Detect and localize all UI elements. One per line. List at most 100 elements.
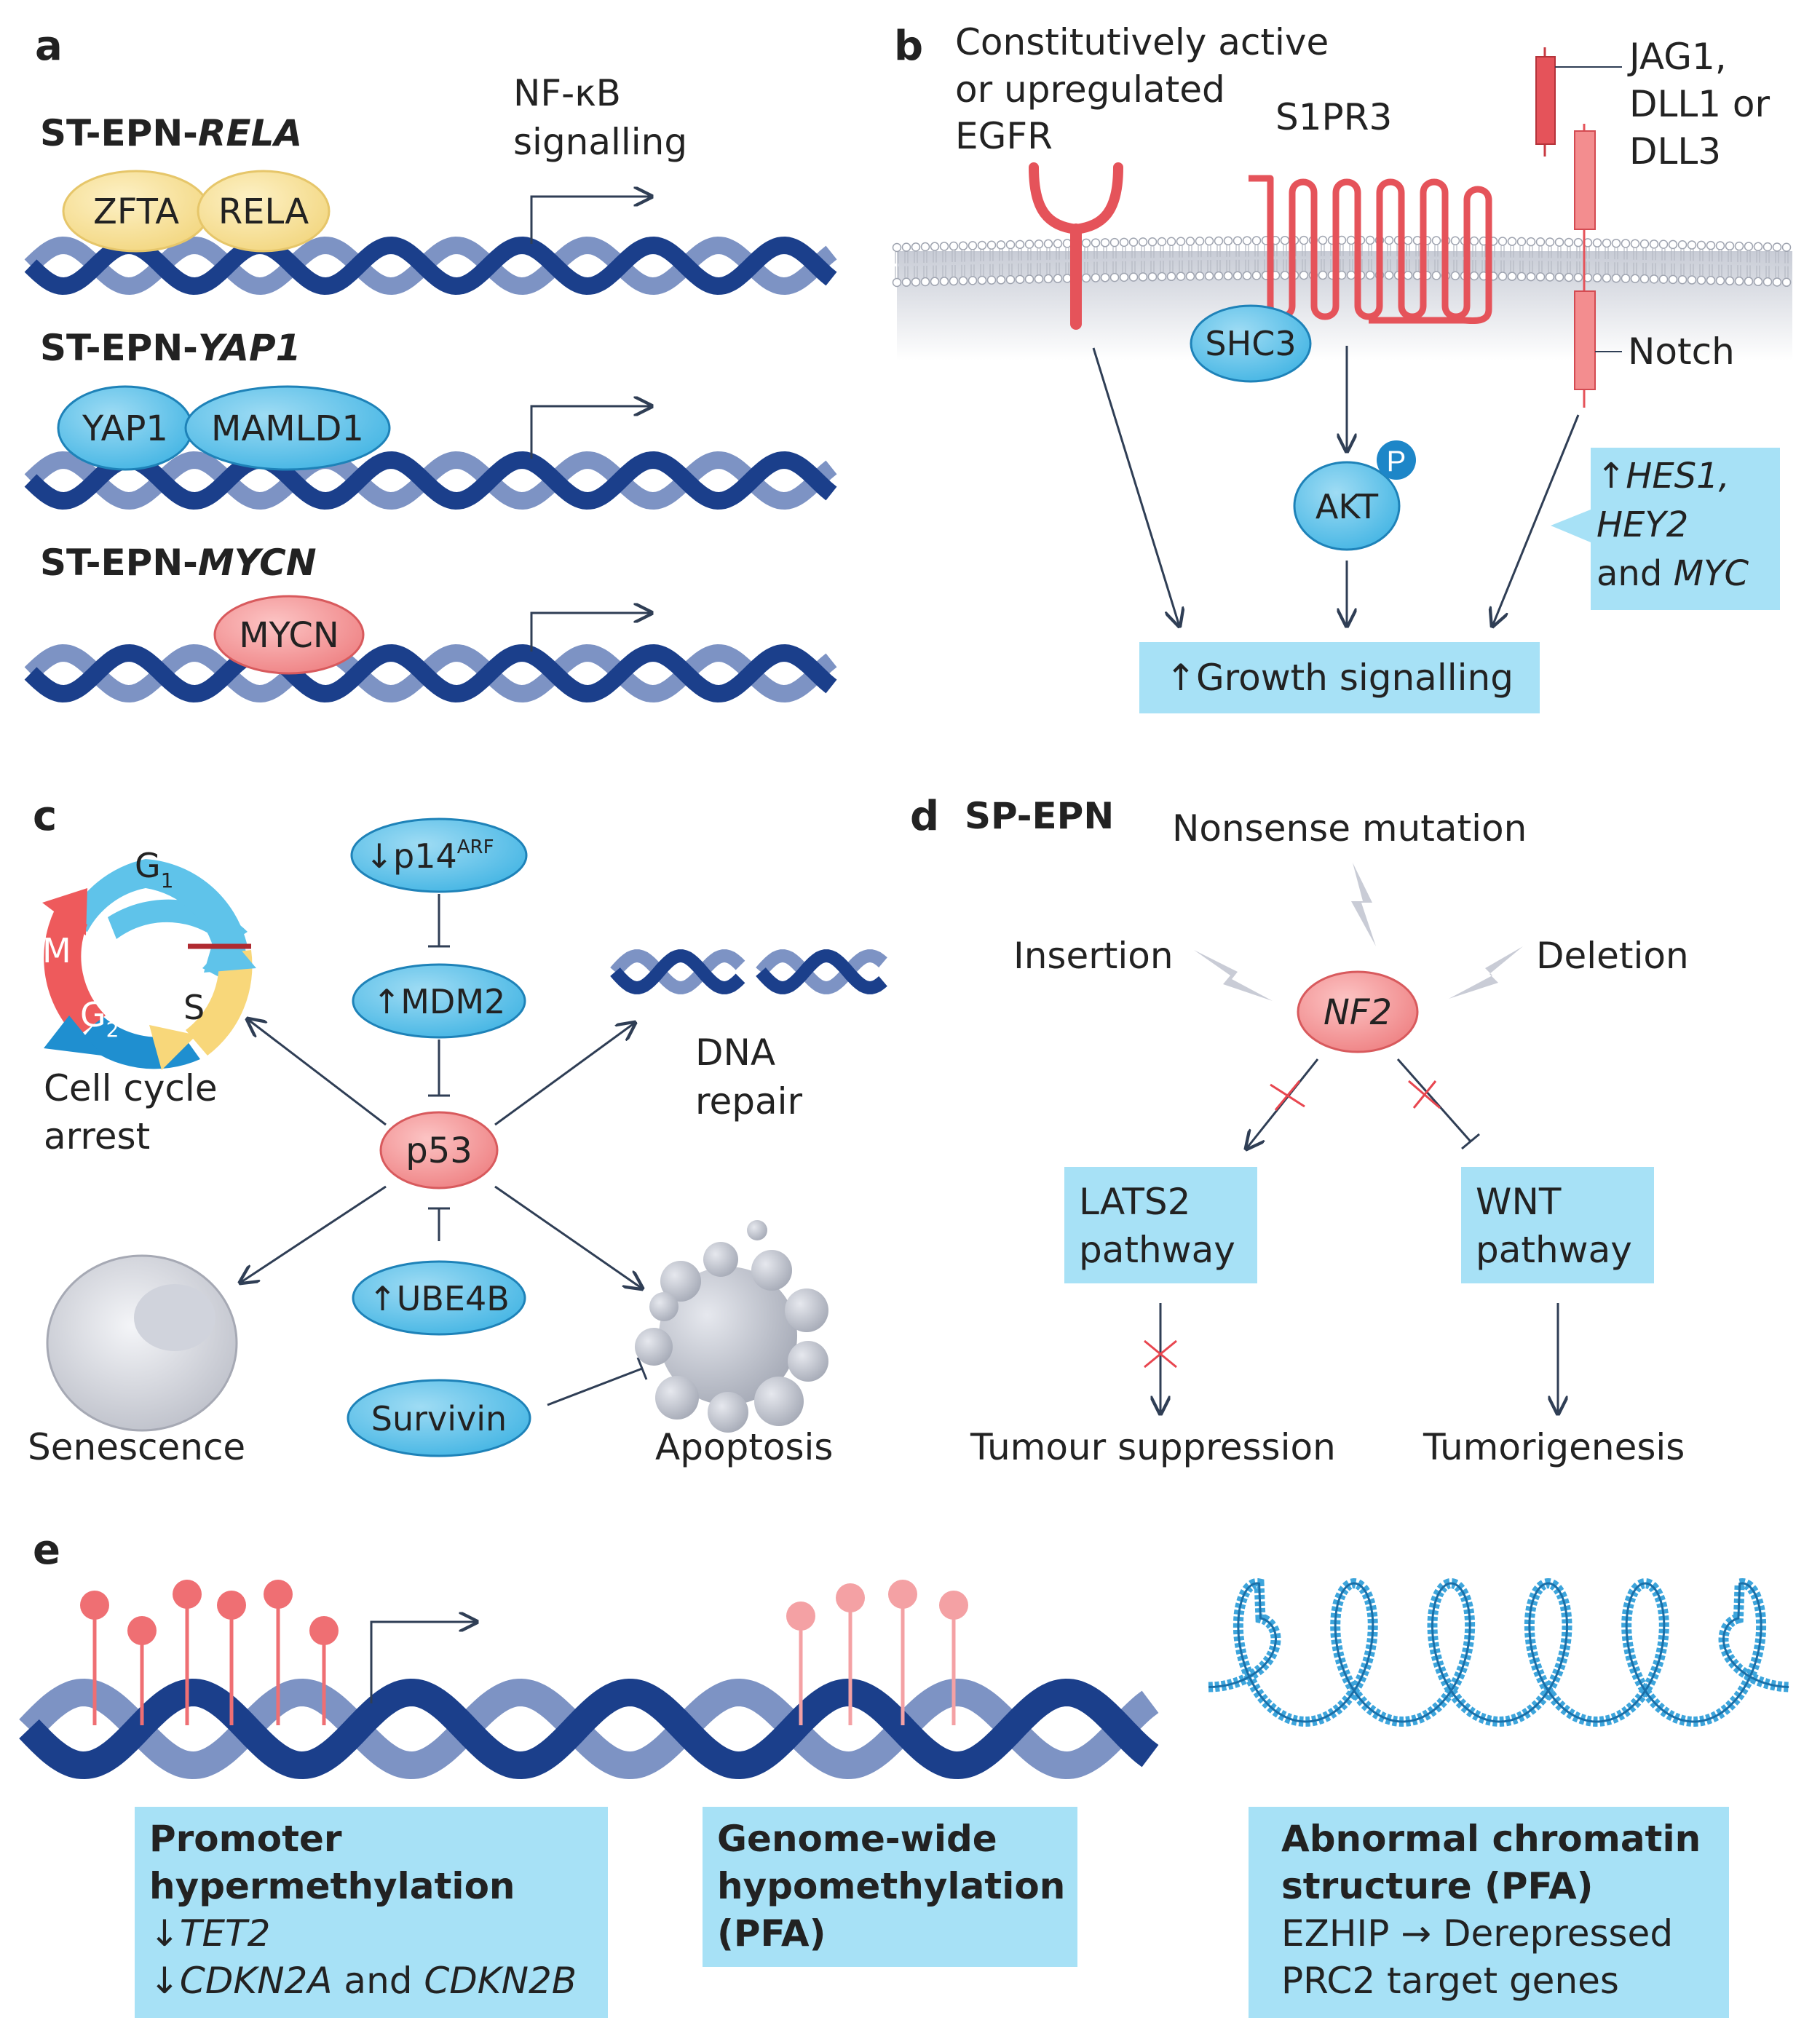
lipid-tail [1728, 250, 1732, 262]
wnt-label-line2: pathway [1476, 1229, 1632, 1271]
lipid-head [1545, 237, 1555, 247]
lipid-head [1299, 270, 1309, 280]
lipid-head [1630, 274, 1640, 284]
lipid-head [1602, 238, 1612, 248]
jag-label-line2: DLL1 or [1629, 83, 1770, 125]
lipid-tail [1690, 264, 1694, 276]
lipid-head [1138, 272, 1148, 282]
lipid-tail [1406, 245, 1410, 257]
lipid-head [1043, 239, 1053, 249]
lipid-head [1081, 238, 1091, 248]
lipid-tail [1302, 245, 1306, 257]
tumour-suppression-label: Tumour suppression [970, 1426, 1336, 1468]
lipid-head [1233, 236, 1243, 245]
panel-c: c G1 S G2 M Cell cycle arrest ↓p14ARF ↑M [28, 793, 887, 1468]
dna-strand-back [756, 949, 887, 994]
mdm2-protein [352, 963, 526, 1039]
lipid-head [1649, 239, 1659, 249]
lipid-head [1772, 242, 1782, 252]
lipid-tail [1368, 245, 1372, 257]
lipid-head [1469, 271, 1479, 281]
broken-dna-right [756, 949, 887, 994]
targets-line1: ↑HES1, [1597, 456, 1730, 496]
lipid-tail [1481, 245, 1486, 258]
lipid-head [986, 275, 997, 285]
lipid-head [1147, 272, 1158, 282]
promoter-hypermethylation-box [135, 1807, 608, 2018]
lipid-tail [1661, 263, 1666, 275]
survivin-protein [347, 1379, 531, 1457]
lipid-tail [961, 264, 965, 277]
lipid-head [1299, 235, 1309, 245]
lipid-tail [1283, 245, 1287, 257]
lipid-head [1639, 274, 1650, 284]
panel-e: e Promoter hypermethylation ↓TET2 ↓CDKN2… [19, 1527, 1789, 2018]
rela-protein [197, 170, 331, 253]
shc3-protein [1190, 304, 1312, 383]
lipid-head [1384, 235, 1394, 245]
p53-protein [379, 1111, 499, 1189]
lipid-head [1280, 270, 1290, 280]
lipid-head [1573, 237, 1583, 248]
lipid-tail [980, 250, 984, 262]
lipid-head [968, 241, 978, 250]
akt-label: AKT [1315, 487, 1379, 526]
lipid-tail [1434, 245, 1439, 257]
phospho-group [1377, 440, 1416, 480]
cell-cycle-ring: G1 S G2 M [42, 846, 256, 1070]
lipid-head [1346, 270, 1356, 280]
ube4b-protein [352, 1260, 526, 1336]
m-label: M [42, 931, 71, 970]
arrow-dna-repair [494, 1023, 635, 1126]
s-label: S [183, 988, 205, 1027]
lipid-tail [1008, 264, 1013, 276]
lats2-pathway-box [1064, 1167, 1257, 1283]
inhibit-wnt [1396, 1058, 1472, 1142]
panel-c-letter: c [33, 793, 57, 840]
lipid-head [1005, 239, 1016, 250]
lipid-tail [923, 266, 927, 278]
lipid-head [1233, 271, 1243, 280]
lipid-head [1403, 270, 1413, 280]
apoptosis-label: Apoptosis [655, 1426, 833, 1468]
lipid-head [1015, 239, 1025, 250]
panel-d: d SP-EPN Nonsense mutation Insertion Del… [910, 793, 1689, 1468]
lipid-tail [1652, 263, 1656, 275]
lipid-head [911, 277, 921, 287]
lipid-tail [1368, 259, 1372, 272]
growth-signalling-box [1139, 642, 1540, 713]
lipid-tail [1538, 261, 1543, 273]
lipid-tail [1784, 251, 1789, 264]
lipid-head [1365, 235, 1375, 245]
lipid-tail [1529, 261, 1533, 273]
panel-b-letter: b [894, 23, 923, 70]
shc3-label: SHC3 [1205, 324, 1296, 363]
lipid-tail [1614, 248, 1618, 260]
egfr-label-line1: Constitutively active [955, 21, 1329, 63]
lipid-head [1053, 274, 1063, 283]
lipid-head [1706, 275, 1716, 285]
lipid-head [1706, 240, 1716, 250]
lipid-head [949, 276, 959, 286]
dna-strand-front [24, 644, 837, 703]
lipid-head [1119, 237, 1129, 248]
lipid-tail [1652, 248, 1656, 261]
dna-strand-back [610, 949, 745, 994]
lipid-head [1753, 277, 1763, 287]
lipid-tail [1093, 261, 1098, 274]
lipid-tail [1340, 245, 1344, 257]
lipid-head [1128, 237, 1139, 247]
lipid-tail [1746, 250, 1751, 263]
arrow-apoptosis [494, 1185, 642, 1288]
lipid-tail [1283, 259, 1287, 272]
lipid-head [1744, 277, 1754, 286]
dna-strand-front [24, 236, 837, 296]
jag-label-line3: DLL3 [1629, 130, 1721, 173]
p14arf-label: ↓p14ARF [365, 836, 494, 876]
lipid-tail [999, 264, 1003, 276]
lipid-tail [980, 264, 984, 277]
lipid-head [1677, 274, 1688, 285]
chromatin-strand [1208, 1577, 1789, 1727]
lipid-tail [1765, 251, 1770, 264]
rela-row-title: ST-EPN-RELA [40, 112, 302, 154]
